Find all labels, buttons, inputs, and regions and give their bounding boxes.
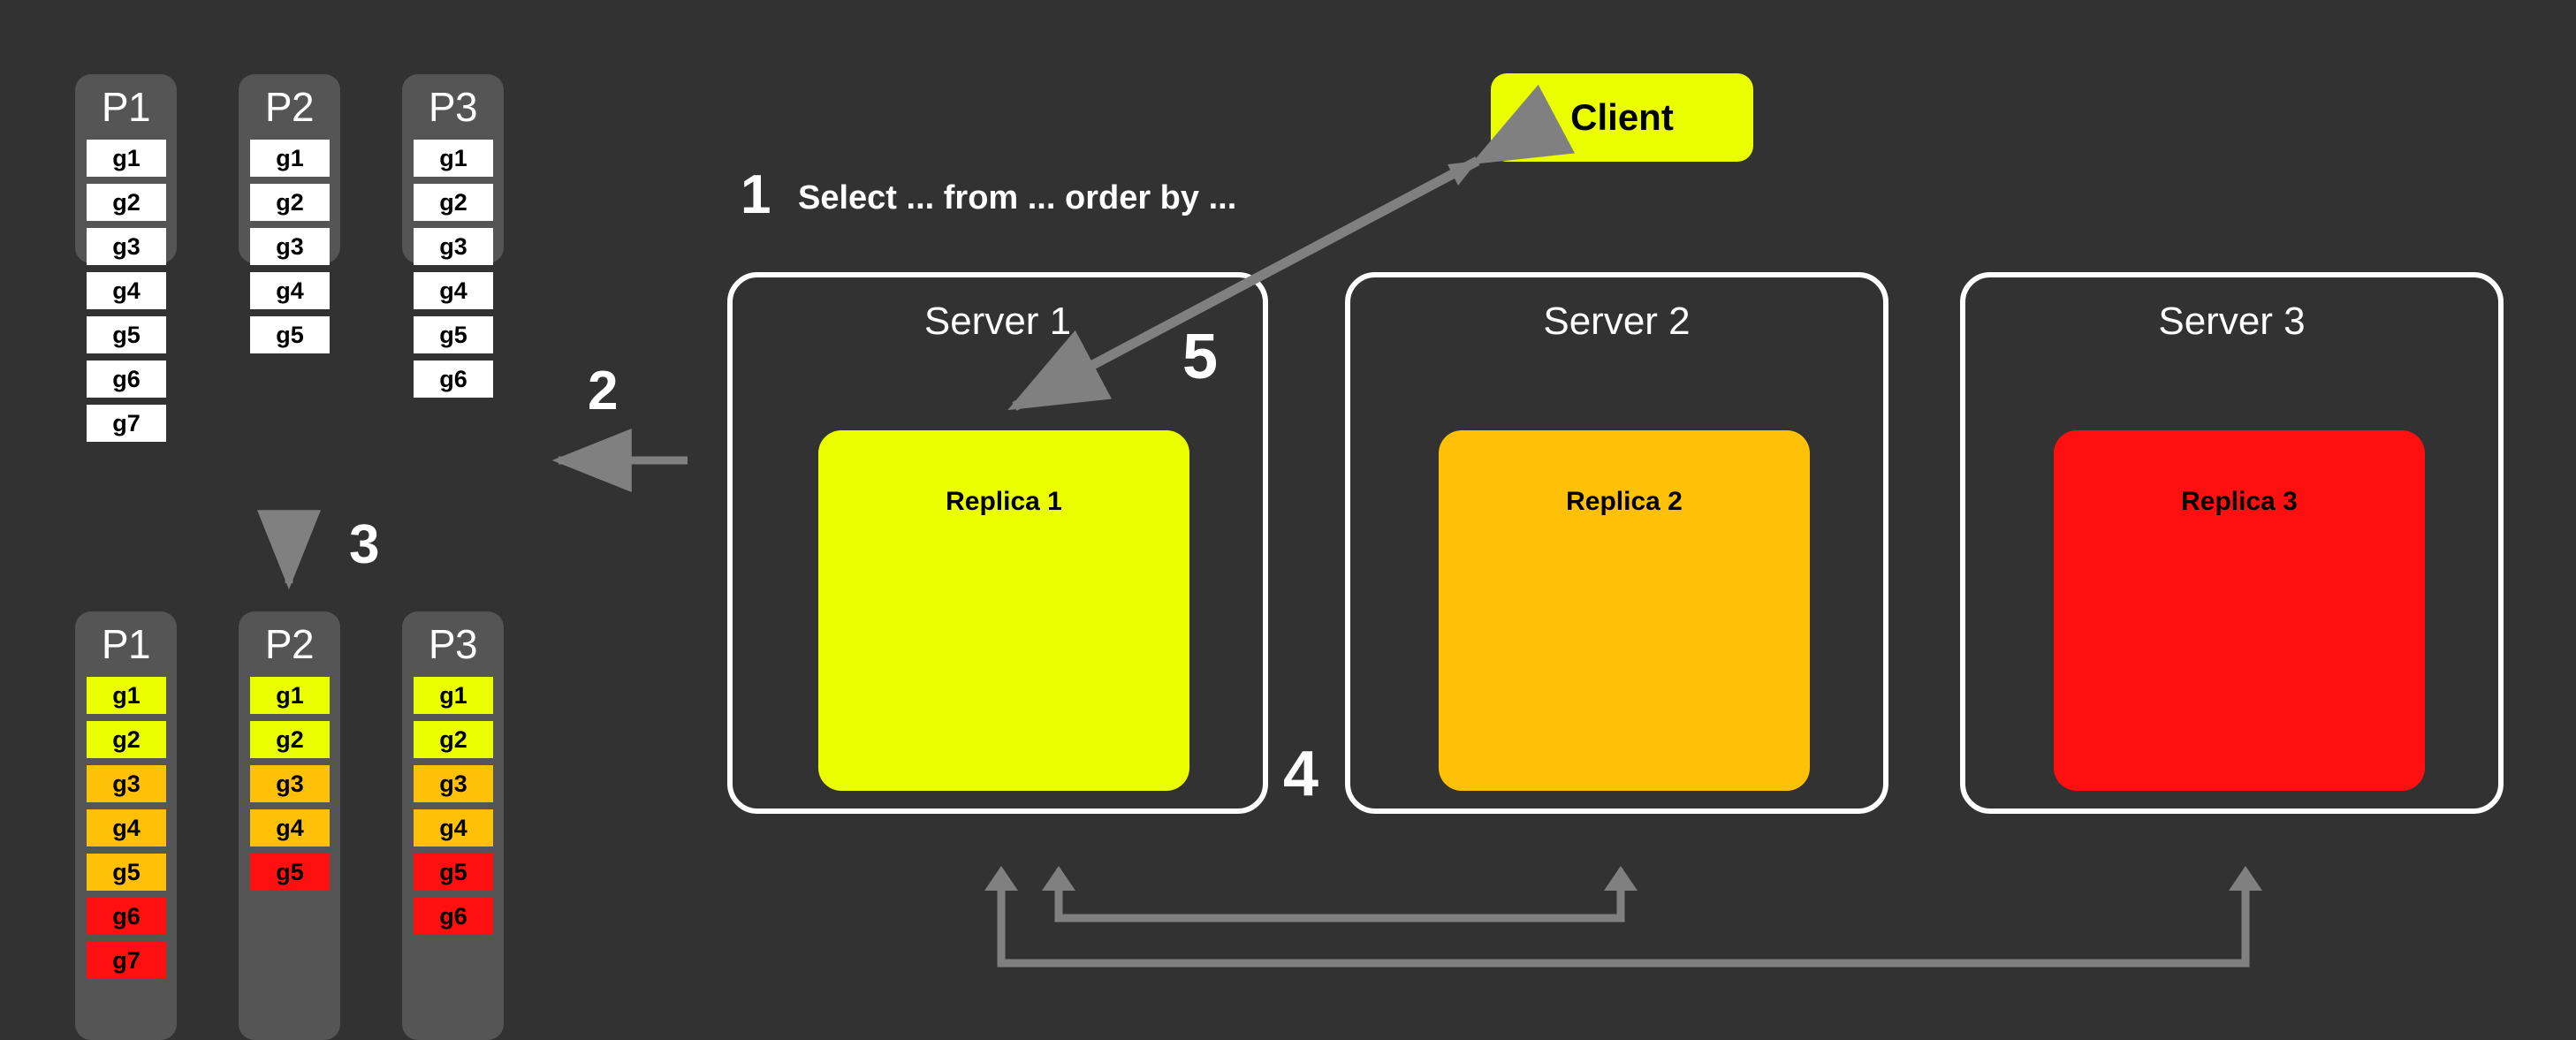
step-number-1: 1 — [741, 164, 771, 225]
server-title: Server 3 — [2158, 300, 2306, 343]
partition-cell: g3 — [87, 228, 166, 265]
partition-cell: g2 — [250, 184, 330, 221]
replica-box-1[interactable]: Replica 1 — [818, 430, 1189, 791]
arrow-step-4-outer — [984, 866, 2262, 968]
partition-cell: g5 — [250, 854, 330, 891]
partition-cell: g5 — [250, 316, 330, 353]
partition-column-p3-top: P3 g1 g2 g3 g4 g5 g6 — [402, 74, 504, 398]
partition-title: P2 — [264, 621, 315, 667]
partition-cell: g3 — [250, 228, 330, 265]
partition-title: P3 — [428, 84, 478, 130]
partition-cell: g6 — [414, 898, 493, 935]
query-caption: Select ... from ... order by ... — [798, 179, 1237, 216]
arrow-step-4-inner — [1042, 866, 1638, 922]
partition-cell: g4 — [414, 809, 493, 846]
partition-cells: g1 g2 g3 g4 g5 g6 — [414, 677, 493, 942]
partition-cells: g1 g2 g3 g4 g5 — [250, 140, 330, 361]
partition-cell: g7 — [87, 942, 166, 979]
partition-cell: g7 — [87, 405, 166, 442]
partition-cell: g1 — [250, 677, 330, 714]
replica-box-3[interactable]: Replica 3 — [2054, 430, 2425, 791]
step-number-5: 5 — [1182, 322, 1219, 392]
partition-cell: g1 — [250, 140, 330, 177]
partition-cells: g1 g2 g3 g4 g5 g6 — [414, 140, 493, 405]
partition-cell: g4 — [87, 272, 166, 309]
partition-cell: g6 — [87, 361, 166, 398]
partition-cell: g2 — [414, 721, 493, 758]
partition-column-p2-bottom: P2 g1 g2 g3 g4 g5 — [239, 611, 340, 1040]
client-box[interactable]: Client — [1491, 73, 1753, 162]
step-number-3: 3 — [349, 514, 380, 575]
partition-cell: g3 — [87, 765, 166, 802]
server-title: Server 2 — [1543, 300, 1691, 343]
partition-cells: g1 g2 g3 g4 g5 g6 g7 — [87, 677, 166, 986]
partition-cell: g5 — [414, 316, 493, 353]
partition-cell: g5 — [87, 854, 166, 891]
partition-title: P1 — [101, 621, 151, 667]
step-number-2: 2 — [588, 361, 619, 421]
replica-label: Replica 3 — [2181, 487, 2298, 516]
partition-cell: g2 — [250, 721, 330, 758]
client-label: Client — [1570, 96, 1674, 138]
partition-cell: g3 — [250, 765, 330, 802]
partition-cell: g1 — [87, 677, 166, 714]
partition-cell: g5 — [87, 316, 166, 353]
partition-column-p2-top: P2 g1 g2 g3 g4 g5 — [239, 74, 340, 353]
partition-cell: g4 — [250, 809, 330, 846]
partition-cell: g4 — [414, 272, 493, 309]
partition-cell: g2 — [87, 721, 166, 758]
replica-label: Replica 1 — [946, 487, 1062, 516]
partition-cell: g3 — [414, 228, 493, 265]
partition-column-p1-top: P1 g1 g2 g3 g4 g5 g6 g7 — [75, 74, 177, 442]
partition-cell: g6 — [87, 898, 166, 935]
partition-cell: g2 — [87, 184, 166, 221]
partition-cell: g5 — [414, 854, 493, 891]
server-box-3[interactable]: Server 3 Replica 3 — [1960, 272, 2504, 814]
server-box-2[interactable]: Server 2 Replica 2 — [1345, 272, 1888, 814]
step-number-4: 4 — [1283, 739, 1319, 809]
partition-cell: g1 — [87, 140, 166, 177]
partition-cell: g3 — [414, 765, 493, 802]
partition-cells: g1 g2 g3 g4 g5 — [250, 677, 330, 898]
replica-box-2[interactable]: Replica 2 — [1439, 430, 1810, 791]
partition-cells: g1 g2 g3 g4 g5 g6 g7 — [87, 140, 166, 449]
partition-cell: g4 — [87, 809, 166, 846]
replica-label: Replica 2 — [1566, 487, 1683, 516]
partition-column-p1-bottom: P1 g1 g2 g3 g4 g5 g6 g7 — [75, 611, 177, 1040]
partition-title: P1 — [101, 84, 151, 130]
partition-title: P3 — [428, 621, 478, 667]
partition-cell: g6 — [414, 361, 493, 398]
partition-title: P2 — [264, 84, 315, 130]
partition-cell: g2 — [414, 184, 493, 221]
partition-cell: g4 — [250, 272, 330, 309]
partition-cell: g1 — [414, 677, 493, 714]
server-box-1[interactable]: Server 1 Replica 1 — [727, 272, 1268, 814]
partition-column-p3-bottom: P3 g1 g2 g3 g4 g5 g6 — [402, 611, 504, 1040]
partition-cell: g1 — [414, 140, 493, 177]
